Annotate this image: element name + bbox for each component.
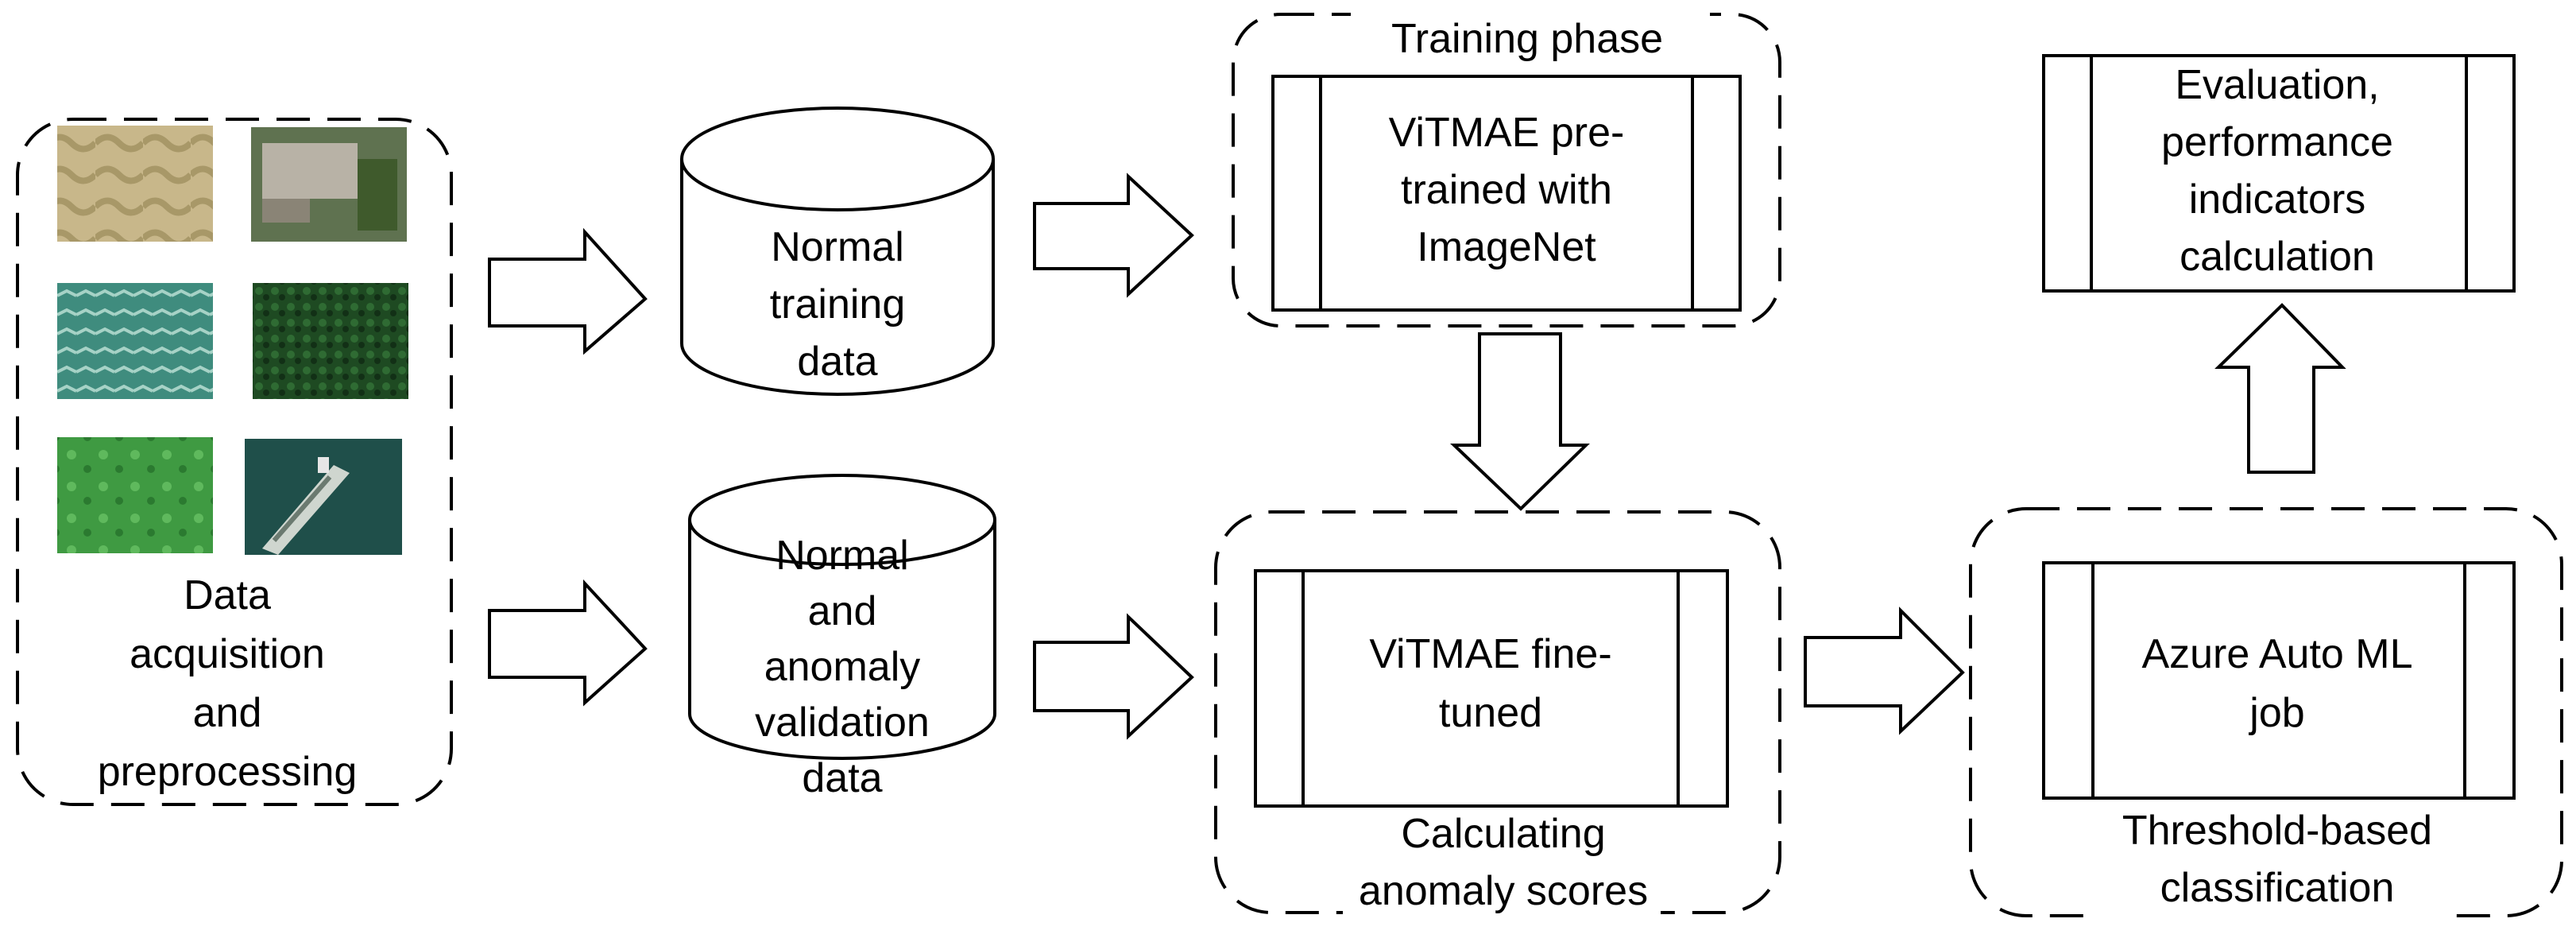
pretrained-label-line-3: ImageNet	[1417, 224, 1596, 270]
normal-training-data-db: Normal training data	[680, 107, 995, 396]
finetuned-model-box	[1254, 569, 1729, 808]
normal-training-label-line-3: data	[797, 339, 877, 385]
evaluation-label-line-1: Evaluation,	[2175, 62, 2379, 108]
pretrained-model-box	[1271, 75, 1742, 312]
classification-group: Azure Auto ML job Threshold-based classi…	[1969, 507, 2563, 922]
finetune-caption-line-1: Calculating	[1401, 811, 1605, 857]
normal-training-label-line-1: Normal	[771, 224, 904, 270]
evaluation-group: Evaluation, performance indicators calcu…	[2042, 54, 2516, 293]
finetuned-label-line-2: tuned	[1439, 690, 1542, 736]
thumbnail-forest	[253, 283, 408, 399]
thumbnail-sand	[57, 126, 213, 242]
validation-label-line-5: data	[802, 755, 882, 801]
normal-training-label-line-2: training	[770, 281, 906, 328]
arrow-classification-to-evaluation	[2214, 303, 2346, 474]
classification-caption-line-2: classification	[2160, 865, 2395, 911]
arrow-data-to-validation-db	[488, 579, 648, 707]
data-acquisition-group: Data acquisition and preprocessing	[16, 118, 453, 806]
thumbnail-boat	[245, 439, 402, 555]
validation-label-line-2: and	[808, 588, 877, 634]
data-acquisition-boundary	[16, 118, 453, 806]
evaluation-box	[2042, 54, 2516, 293]
evaluation-label-line-3: indicators	[2189, 176, 2366, 223]
finetune-caption-line-2: anomaly scores	[1359, 868, 1648, 914]
classification-caption-line-1: Threshold-based	[2122, 808, 2432, 854]
validation-label-line-4: validation	[755, 700, 930, 746]
training-phase-group: Training phase ViTMAE pre- trained with …	[1232, 8, 1781, 328]
thumbnail-building	[251, 127, 407, 242]
finetune-group: ViTMAE fine- tuned Calculating anomaly s…	[1214, 510, 1781, 919]
pretrained-label-line-2: trained with	[1401, 167, 1612, 213]
data-acquisition-label-line-4: preprocessing	[98, 749, 358, 795]
arrow-finetuned-to-classification	[1804, 607, 1965, 735]
thumbnail-water	[57, 283, 213, 399]
arrow-pretrained-to-finetuned	[1450, 332, 1590, 511]
training-phase-title: Training phase	[1391, 16, 1663, 62]
validation-data-db: Normal and anomaly validation data	[688, 474, 996, 801]
arrow-validation-db-to-finetuned	[1033, 613, 1194, 740]
finetuned-label-line-1: ViTMAE fine-	[1369, 631, 1611, 677]
validation-label-line-1: Normal	[776, 533, 909, 579]
automl-job-box	[2042, 561, 2516, 800]
thumbnail-field	[57, 437, 213, 553]
arrow-data-to-training-db	[488, 227, 648, 355]
arrow-training-db-to-pretrained	[1033, 172, 1194, 298]
data-acquisition-label-line-3: and	[193, 690, 262, 736]
evaluation-label-line-4: calculation	[2180, 234, 2375, 280]
validation-label-line-3: anomaly	[764, 644, 921, 690]
evaluation-label-line-2: performance	[2161, 119, 2393, 165]
automl-label-line-1: Azure Auto ML	[2141, 631, 2412, 677]
pretrained-label-line-1: ViTMAE pre-	[1389, 110, 1625, 156]
data-acquisition-label-line-2: acquisition	[130, 631, 325, 677]
data-acquisition-label-line-1: Data	[184, 572, 271, 618]
automl-label-line-2: job	[2248, 690, 2304, 736]
